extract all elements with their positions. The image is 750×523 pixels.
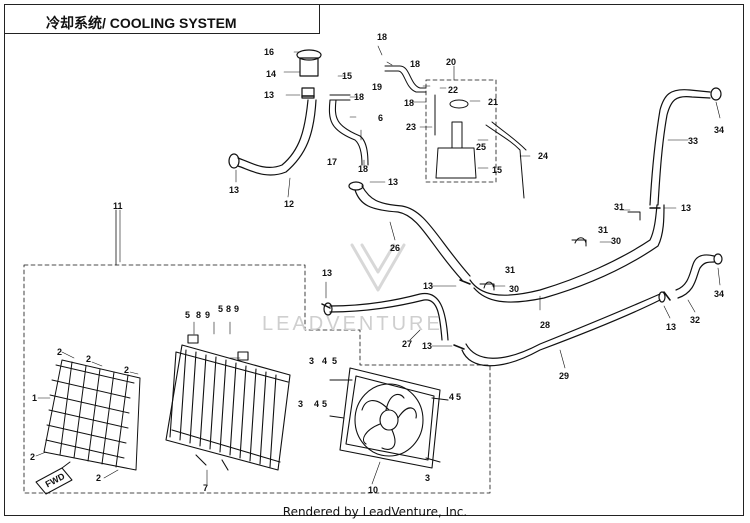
- callout-2: 2: [124, 365, 129, 375]
- callout-6: 6: [378, 113, 383, 123]
- watermark-text: LEADVENTURE: [262, 313, 443, 335]
- callout-21: 21: [488, 97, 498, 107]
- callout-2: 2: [86, 354, 91, 364]
- callout-14: 14: [266, 69, 276, 79]
- callout-22: 22: [448, 85, 458, 95]
- hose-clamps: [301, 95, 671, 350]
- callout-18: 18: [410, 59, 420, 69]
- diagram-frame: [4, 4, 744, 516]
- callout-8: 8: [196, 310, 201, 320]
- callout-15: 15: [342, 71, 352, 81]
- callout-3: 3: [298, 399, 303, 409]
- radiator-grille: [43, 359, 141, 471]
- hose-26: [348, 181, 471, 281]
- fwd-orientation-badge: [35, 461, 73, 495]
- hose-28: [469, 204, 665, 303]
- hose-33: [649, 87, 722, 206]
- callout-13: 13: [264, 90, 274, 100]
- callout-34: 34: [714, 289, 724, 299]
- coolant-reservoir: [425, 79, 527, 199]
- callout-33: 33: [688, 136, 698, 146]
- callout-3: 3: [309, 356, 314, 366]
- callout-13: 13: [423, 281, 433, 291]
- callout-5: 5: [456, 392, 461, 402]
- callout-31: 31: [598, 225, 608, 235]
- title-box: 冷却系统/ COOLING SYSTEM: [4, 4, 320, 34]
- fwd-badge-text: FWD: [44, 471, 67, 490]
- callout-13: 13: [322, 268, 332, 278]
- hose-brackets: [479, 211, 641, 291]
- callout-20: 20: [446, 57, 456, 67]
- callout-31: 31: [505, 265, 515, 275]
- callout-13: 13: [388, 177, 398, 187]
- callout-8: 8: [226, 304, 231, 314]
- callout-19: 19: [372, 82, 382, 92]
- callout-16: 16: [264, 47, 274, 57]
- callout-28: 28: [540, 320, 550, 330]
- callout-4: 4: [449, 392, 454, 402]
- radiator: [165, 334, 291, 471]
- callout-2: 2: [30, 452, 35, 462]
- callout-9: 9: [205, 310, 210, 320]
- callout-13: 13: [681, 203, 691, 213]
- callout-5: 5: [332, 356, 337, 366]
- watermark-logo: [350, 243, 406, 292]
- callout-18: 18: [358, 164, 368, 174]
- callout-2: 2: [57, 347, 62, 357]
- footer-credit: Rendered by LeadVenture, Inc.: [282, 505, 468, 519]
- callout-13: 13: [229, 185, 239, 195]
- callout-15: 15: [492, 165, 502, 175]
- callout-18: 18: [354, 92, 364, 102]
- callout-23: 23: [406, 122, 416, 132]
- callout-9: 9: [234, 304, 239, 314]
- callout-12: 12: [284, 199, 294, 209]
- callout-4: 4: [322, 356, 327, 366]
- callout-30: 30: [611, 236, 621, 246]
- cooling-fan: [329, 367, 449, 469]
- callout-10: 10: [368, 485, 378, 495]
- callout-34: 34: [714, 125, 724, 135]
- callout-31: 31: [614, 202, 624, 212]
- callout-18: 18: [377, 32, 387, 42]
- callout-labels: 1 2 2 2 2 2 3 3 3 4 4 4 5 5 5 5 5 6 7 8 …: [30, 32, 724, 495]
- callout-1: 1: [32, 393, 37, 403]
- callout-2: 2: [96, 473, 101, 483]
- callout-32: 32: [690, 315, 700, 325]
- hose-12: [228, 49, 322, 176]
- callout-24: 24: [538, 151, 548, 161]
- callout-3: 3: [425, 473, 430, 483]
- callout-11: 11: [113, 201, 123, 211]
- callout-13: 13: [422, 341, 432, 351]
- hose-29: [461, 293, 661, 367]
- hose-17: [328, 94, 369, 166]
- leader-lines: [35, 45, 721, 485]
- hose-27: [323, 292, 449, 341]
- callout-7: 7: [203, 483, 208, 493]
- callout-18: 18: [404, 98, 414, 108]
- assembly-boundary: [23, 264, 491, 494]
- callout-29: 29: [559, 371, 569, 381]
- callout-17: 17: [327, 157, 337, 167]
- page-title: 冷却系统/ COOLING SYSTEM: [46, 15, 237, 31]
- callout-13: 13: [666, 322, 676, 332]
- callout-26: 26: [390, 243, 400, 253]
- callout-27: 27: [402, 339, 412, 349]
- hose-32: [658, 253, 723, 303]
- hose-19: [384, 65, 427, 93]
- callout-5: 5: [185, 310, 190, 320]
- callout-30: 30: [509, 284, 519, 294]
- callout-5: 5: [218, 304, 223, 314]
- callout-5: 5: [322, 399, 327, 409]
- callout-4: 4: [314, 399, 319, 409]
- callout-25: 25: [476, 142, 486, 152]
